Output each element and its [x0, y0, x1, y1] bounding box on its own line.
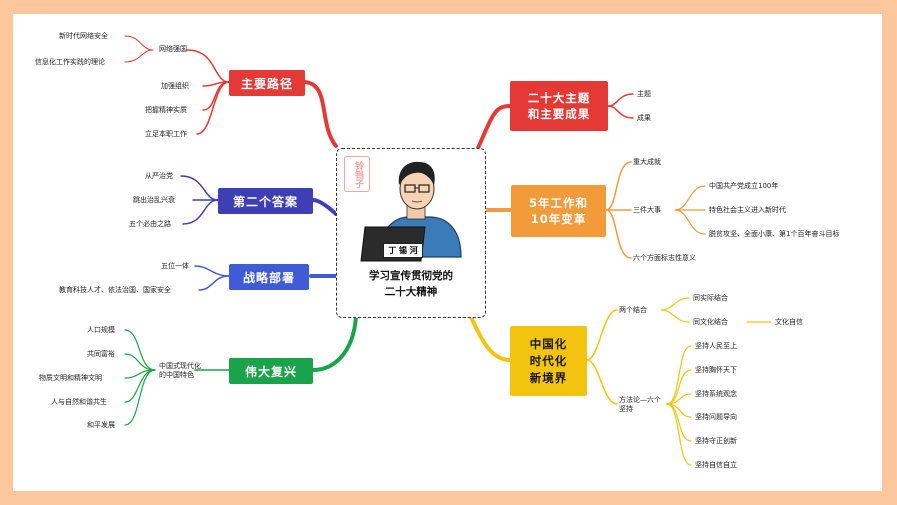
node-zhongguohua-line3: 新境界 — [529, 370, 568, 385]
node-ershida-zhuti[interactable]: 二十大主题 和主要成果 — [510, 81, 608, 131]
name-badge: 丁 锡 河 — [383, 243, 423, 258]
leaf-xitong-guannian: 坚持系统观念 — [695, 390, 737, 398]
mindmap-canvas: 铃铛子 丁 锡 河 学习宣传贯彻党的 二十大精神 主要路径 第二个答案 战略部署… — [13, 14, 882, 491]
node-zhuyao-lujing[interactable]: 主要路径 — [229, 70, 305, 96]
leaf-sanjian-dashi: 三件大事 — [633, 206, 661, 214]
node-zhanlue-bushu[interactable]: 战略部署 — [229, 264, 309, 290]
leaf-xinxihua-lilun: 信息化工作实践的理论 — [35, 58, 105, 66]
node-zhongguohua[interactable]: 中国化 时代化 新境界 — [510, 326, 587, 396]
leaf-shouzheng-chuangxin: 坚持守正创新 — [695, 437, 737, 445]
node-wunian-line1: 5年工作和 — [528, 196, 588, 210]
leaf-fangfalun: 方法论—六个坚持 — [619, 396, 661, 413]
leaf-gongtong-fuyu: 共同富裕 — [87, 350, 115, 358]
leaf-zhongda-chengjiu: 重大成就 — [633, 158, 661, 166]
node-weida-fuxing[interactable]: 伟大复兴 — [229, 358, 313, 384]
leaf-wenhua-zixin: 文化自信 — [775, 318, 803, 326]
leaf-wuwei-yiti: 五位一体 — [161, 262, 189, 270]
leaf-tong-shiji: 同实际结合 — [693, 294, 728, 302]
branch-lines — [124, 35, 772, 466]
node-zhongguohua-line2: 时代化 — [529, 353, 568, 368]
stamp-seal: 铃铛子 — [344, 156, 370, 192]
leaf-xionghuai-tianxia: 坚持胸怀天下 — [695, 366, 737, 374]
node-zhongguohua-line1: 中国化 — [529, 336, 568, 351]
leaf-liuge-fangmian: 六个方面标志性意义 — [633, 254, 696, 262]
node-ershida-line2: 和主要成果 — [527, 107, 591, 121]
leaf-tese-shehuizhuyi: 特色社会主义进入新时代 — [709, 206, 786, 214]
leaf-wuge-biyou: 五个必由之路 — [129, 220, 171, 228]
leaf-zixin-zili: 坚持自信自立 — [695, 461, 737, 469]
leaf-tiaochu-zhiluan: 跳出治乱兴衰 — [133, 196, 175, 204]
node-dierge-daan[interactable]: 第二个答案 — [218, 188, 313, 214]
central-title-line1: 学习宣传贯彻党的 — [369, 270, 453, 282]
leaf-lizu-benzhi: 立足本职工作 — [145, 130, 187, 138]
leaf-tuopin-gongjian: 脱贫攻坚、全面小康、第1个百年奋斗目标 — [709, 230, 840, 238]
leaf-wangluo-qiangguo: 网络强国 — [159, 45, 187, 53]
central-topic: 铃铛子 丁 锡 河 学习宣传贯彻党的 二十大精神 — [336, 148, 486, 318]
leaf-tong-wenhua: 同文化结合 — [693, 318, 728, 326]
central-title-line2: 二十大精神 — [384, 286, 438, 298]
leaf-chengguo: 成果 — [637, 114, 651, 122]
leaf-jiaoyu-keji: 教育科技人才、依法治国、国家安全 — [59, 286, 171, 294]
leaf-gongchandang-100nian: 中国共产党成立100年 — [709, 182, 779, 190]
leaf-renkou-guimo: 人口规模 — [87, 326, 115, 334]
leaf-bawo-jingshen: 把握精神实质 — [145, 106, 187, 114]
leaf-zhongguoshi-xiandaihua: 中国式现代化的中国特色 — [159, 362, 201, 379]
leaf-zhuti: 主题 — [637, 90, 651, 98]
leaf-liangge-jiehe: 两个结合 — [619, 306, 647, 314]
leaf-congyan-zhidang: 从严治党 — [145, 172, 173, 180]
node-wunian-gongzuo[interactable]: 5年工作和 10年变革 — [511, 185, 606, 237]
leaf-heping-fazhan: 和平发展 — [87, 421, 115, 429]
leaf-renmin-zhishang: 坚持人民至上 — [695, 342, 737, 350]
leaf-jiaqiang-zuzhi: 加强组织 — [161, 82, 189, 90]
node-wunian-line2: 10年变革 — [530, 212, 587, 226]
leaf-wenti-daoxiang: 坚持问题导向 — [695, 413, 737, 421]
leaf-ren-yu-ziran: 人与自然和谐共生 — [51, 398, 107, 406]
leaf-xinshidai-wangluo-anquan: 新时代网络安全 — [59, 32, 108, 40]
node-ershida-line1: 二十大主题 — [527, 91, 591, 105]
leaf-wuzhi-jingshen: 物质文明和精神文明 — [39, 374, 102, 382]
